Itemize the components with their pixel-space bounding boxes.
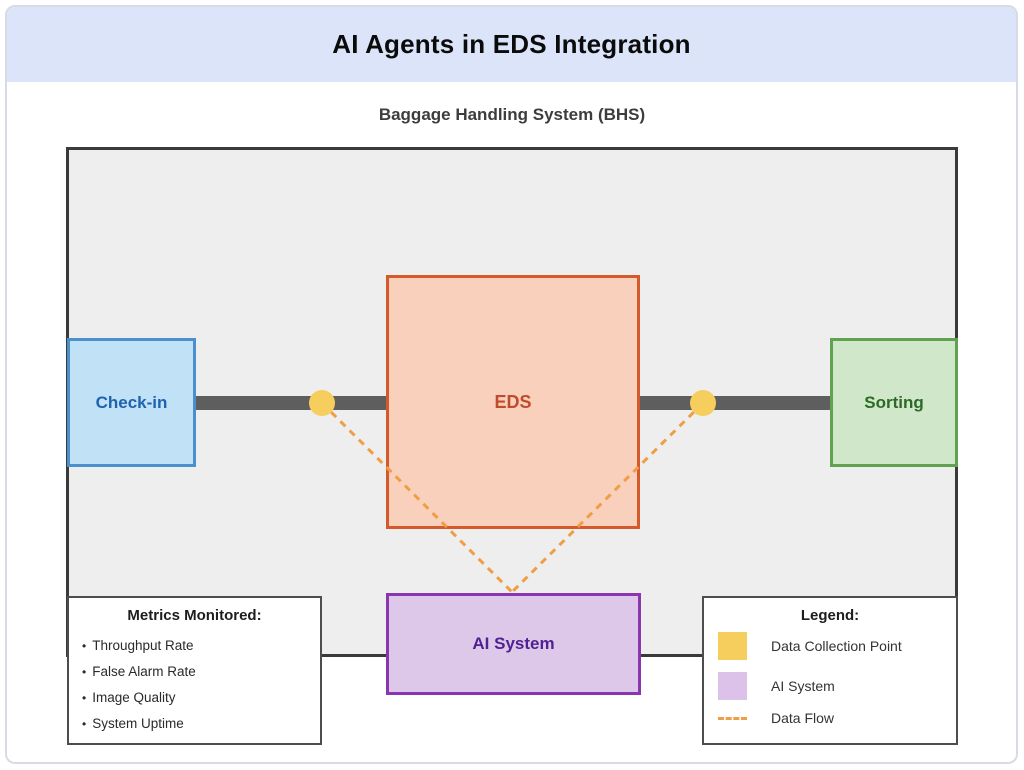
node-checkin: Check-in bbox=[67, 338, 196, 467]
diagram-subtitle: Baggage Handling System (BHS) bbox=[378, 105, 646, 124]
bullet-icon: • bbox=[82, 717, 87, 731]
node-checkin-label: Check-in bbox=[95, 392, 168, 412]
bullet-icon: • bbox=[82, 665, 87, 679]
data-flow-dash-icon bbox=[718, 716, 747, 720]
metric-item-label: False Alarm Rate bbox=[92, 664, 196, 679]
data-collection-point-swatch-icon bbox=[718, 632, 747, 660]
conveyor-belt-right bbox=[639, 396, 832, 410]
legend-item-label: AI System bbox=[771, 678, 835, 694]
header-banner: AI Agents in EDS Integration bbox=[7, 7, 1016, 82]
legend-item-ai-system: AI System bbox=[718, 672, 835, 700]
node-sorting-label: Sorting bbox=[864, 392, 924, 412]
metrics-panel-title: Metrics Monitored: bbox=[127, 607, 262, 624]
node-ai-system-label: AI System bbox=[472, 634, 555, 653]
metric-item-label: System Uptime bbox=[92, 716, 184, 731]
metric-item: • Throughput Rate bbox=[82, 633, 196, 659]
metric-item: • False Alarm Rate bbox=[82, 659, 196, 685]
legend-item-data-collection-point: Data Collection Point bbox=[718, 632, 902, 660]
legend-item-label: Data Collection Point bbox=[771, 638, 902, 654]
legend-item-data-flow: Data Flow bbox=[718, 704, 834, 732]
bullet-icon: • bbox=[82, 639, 87, 653]
metric-item-label: Image Quality bbox=[92, 690, 176, 705]
metric-item-label: Throughput Rate bbox=[92, 638, 194, 653]
ai-system-swatch-icon bbox=[718, 672, 747, 700]
metrics-panel: Metrics Monitored: • Throughput Rate • Fal… bbox=[67, 596, 322, 745]
legend-panel-title: Legend: bbox=[800, 607, 860, 624]
legend-item-label: Data Flow bbox=[771, 710, 835, 726]
node-ai-system: AI System bbox=[386, 593, 641, 695]
metric-item: • System Uptime bbox=[82, 711, 196, 737]
legend-panel: Legend: Data Collection Point AI System … bbox=[702, 596, 958, 745]
conveyor-belt-left bbox=[195, 396, 388, 410]
node-eds: EDS bbox=[386, 275, 640, 529]
bullet-icon: • bbox=[82, 691, 87, 705]
node-eds-label: EDS bbox=[494, 391, 532, 412]
node-sorting: Sorting bbox=[830, 338, 958, 467]
metric-item: • Image Quality bbox=[82, 685, 196, 711]
metrics-list: • Throughput Rate • False Alarm Rate • Imag… bbox=[82, 633, 196, 737]
page-title: AI Agents in EDS Integration bbox=[332, 29, 691, 59]
